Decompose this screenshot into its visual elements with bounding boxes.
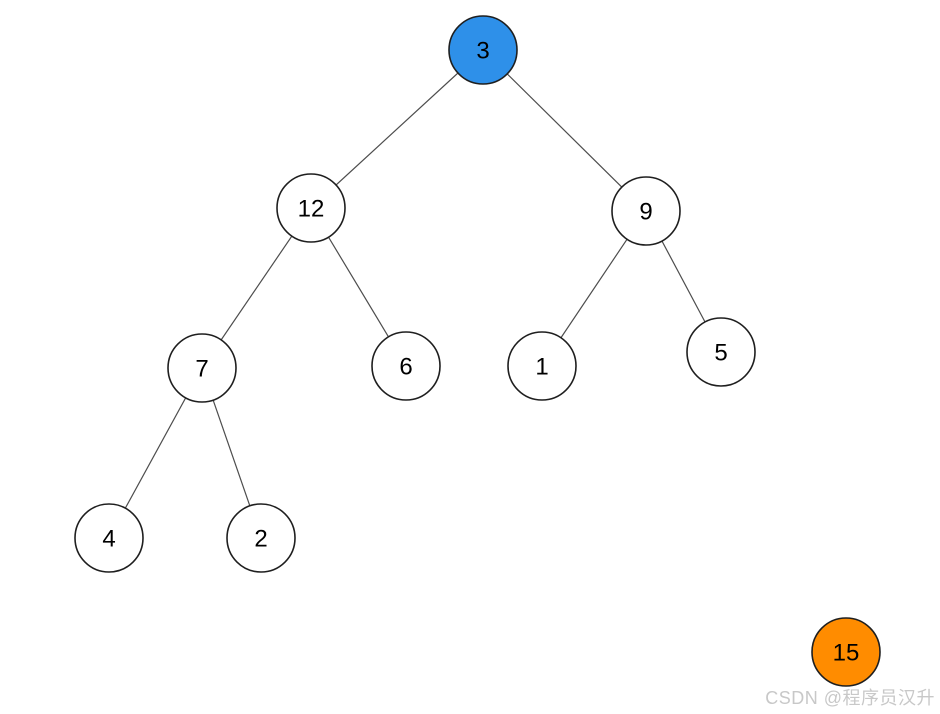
tree-node-circle-12 <box>276 173 346 243</box>
tree-node-circle-7 <box>167 333 237 403</box>
tree-node-circle-6 <box>371 331 441 401</box>
tree-node-15: 15 <box>811 617 881 687</box>
tree-node-circle-9 <box>611 176 681 246</box>
tree-node-label-1: 1 <box>535 354 548 381</box>
tree-node-6: 6 <box>371 331 441 401</box>
tree-edge-3-12 <box>310 49 484 209</box>
tree-node-circle-15 <box>811 617 881 687</box>
tree-node-circle-2 <box>226 503 296 573</box>
tree-node-9: 9 <box>611 176 681 246</box>
tree-node-1: 1 <box>507 331 577 401</box>
tree-node-circle-3 <box>448 15 518 85</box>
tree-node-12: 12 <box>276 173 346 243</box>
tree-node-label-3: 3 <box>476 38 489 65</box>
tree-node-3: 3 <box>448 15 518 85</box>
tree-node-label-2: 2 <box>254 526 267 553</box>
tree-node-label-15: 15 <box>833 640 860 667</box>
tree-node-circle-4 <box>74 503 144 573</box>
tree-node-label-5: 5 <box>714 340 727 367</box>
tree-node-label-6: 6 <box>399 354 412 381</box>
tree-node-2: 2 <box>226 503 296 573</box>
tree-node-7: 7 <box>167 333 237 403</box>
tree-node-5: 5 <box>686 317 756 387</box>
tree-node-label-7: 7 <box>195 356 208 383</box>
tree-node-circle-1 <box>507 331 577 401</box>
tree-node-label-4: 4 <box>102 526 115 553</box>
tree-node-4: 4 <box>74 503 144 573</box>
csdn-watermark: CSDN @程序员汉升 <box>765 688 935 708</box>
tree-edge-3-9 <box>482 49 647 212</box>
tree-node-circle-5 <box>686 317 756 387</box>
tree-node-label-9: 9 <box>639 199 652 226</box>
tree-node-label-12: 12 <box>298 196 325 223</box>
